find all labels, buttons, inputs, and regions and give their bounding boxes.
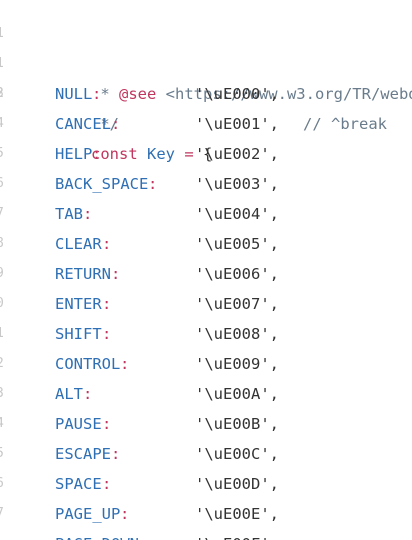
code-line-entry: 4 PAUSE: '\uE00B', xyxy=(0,409,412,439)
key-value: '\uE008', xyxy=(195,325,279,343)
key-name: SHIFT xyxy=(55,325,102,343)
key-value: '\uE006', xyxy=(195,265,279,283)
key-colon: : xyxy=(120,355,130,373)
line-number: 8 xyxy=(0,229,10,259)
key-name: BACK_SPACE xyxy=(55,175,149,193)
code-line-entry: 0 ENTER: '\uE007', xyxy=(0,289,412,319)
comment-star: * xyxy=(91,85,119,103)
key-value: '\uE00B', xyxy=(195,415,279,433)
key-name: TAB xyxy=(55,205,83,223)
variable-name: Key xyxy=(147,145,176,163)
code-line-entry: 9 RETURN: '\uE006', xyxy=(0,259,412,289)
inline-comment: // ^break xyxy=(303,115,387,133)
equals-operator: = xyxy=(184,145,194,163)
line-number: 2 xyxy=(0,349,10,379)
line-number: 9 xyxy=(0,259,10,289)
key-colon: : xyxy=(102,415,112,433)
code-line-comment-close: 1 */ xyxy=(0,19,412,133)
key-colon: : xyxy=(102,325,112,343)
key-name: SPACE xyxy=(55,475,102,493)
key-value: '\uE00C', xyxy=(195,445,279,463)
key-value: '\uE005', xyxy=(195,235,279,253)
key-colon: : xyxy=(102,475,112,493)
key-value: '\uE001', xyxy=(195,115,279,133)
line-number: 5 xyxy=(0,439,10,469)
key-colon: : xyxy=(111,115,121,133)
line-number: 7 xyxy=(0,499,10,529)
key-colon: : xyxy=(111,445,121,463)
code-line-entry: 6 BACK_SPACE: '\uE003', xyxy=(0,169,412,199)
line-number: 0 xyxy=(0,289,10,319)
key-name: NULL xyxy=(55,85,93,103)
line-number: 4 xyxy=(0,409,10,439)
line-number: 1 xyxy=(0,49,10,79)
key-colon: : xyxy=(111,265,121,283)
key-value: '\uE007', xyxy=(195,295,279,313)
line-number: 1 xyxy=(0,319,10,349)
code-line-entry: 3 ALT: '\uE00A', xyxy=(0,379,412,409)
key-name: ESCAPE xyxy=(55,445,111,463)
key-name: PAUSE xyxy=(55,415,102,433)
see-url: <https://www.w3.org/TR/webdriv xyxy=(165,85,412,103)
line-number: 3 xyxy=(0,379,10,409)
code-line-entry: 7 TAB: '\uE004', xyxy=(0,199,412,229)
key-colon: : xyxy=(139,529,148,540)
code-line-entry: 7 PAGE_UP: '\uE00E', xyxy=(0,499,412,529)
key-colon: : xyxy=(92,145,102,163)
key-value: '\uE002', xyxy=(195,145,279,163)
key-colon: : xyxy=(92,85,102,103)
code-line-entry: 4 CANCEL: '\uE001', // ^break xyxy=(0,109,412,139)
key-value: '\uE000', xyxy=(195,85,279,103)
key-value: '\uE00F' xyxy=(195,529,270,540)
key-colon: : xyxy=(83,205,93,223)
line-number: 5 xyxy=(0,139,10,169)
key-name: PAGE_DOWN xyxy=(55,529,139,540)
code-line-entry: 1 SHIFT: '\uE008', xyxy=(0,319,412,349)
line-number: 2 xyxy=(0,79,10,109)
key-colon: : xyxy=(148,175,158,193)
key-name: CANCEL xyxy=(55,115,111,133)
comment-close: */ xyxy=(91,115,119,133)
key-name: CLEAR xyxy=(55,235,102,253)
code-line-see: 1 * @see <https://www.w3.org/TR/webdriv xyxy=(0,0,412,103)
const-keyword: const xyxy=(91,145,138,163)
key-colon: : xyxy=(102,295,112,313)
line-number: 4 xyxy=(0,109,10,139)
code-line-entry: 6 SPACE: '\uE00D', xyxy=(0,469,412,499)
open-brace: { xyxy=(203,145,213,163)
code-line-declaration: 2 const Key = { xyxy=(0,49,412,163)
line-number: 3 xyxy=(0,79,10,109)
key-name: ALT xyxy=(55,385,83,403)
key-value: '\uE004', xyxy=(195,205,279,223)
key-name: HELP xyxy=(55,145,93,163)
line-number: 6 xyxy=(0,469,10,499)
key-value: '\uE00E', xyxy=(195,505,279,523)
key-value: '\uE00D', xyxy=(195,475,279,493)
key-name: ENTER xyxy=(55,295,102,313)
line-number: 7 xyxy=(0,199,10,229)
code-line-entry: 5 HELP: '\uE002', xyxy=(0,139,412,169)
see-tag: @see xyxy=(119,85,157,103)
key-value: '\uE003', xyxy=(195,175,279,193)
line-number: 1 xyxy=(0,19,10,49)
key-value: '\uE009', xyxy=(195,355,279,373)
key-value: '\uE00A', xyxy=(195,385,279,403)
code-line-entry: 5 ESCAPE: '\uE00C', xyxy=(0,439,412,469)
key-name: PAGE_UP xyxy=(55,505,121,523)
key-name: RETURN xyxy=(55,265,111,283)
code-line-entry: 8 CLEAR: '\uE005', xyxy=(0,229,412,259)
line-number: 6 xyxy=(0,169,10,199)
code-line-entry: 3 NULL: '\uE000', xyxy=(0,79,412,109)
key-colon: : xyxy=(102,235,112,253)
code-line-entry: PAGE_DOWN: '\uE00F' xyxy=(0,529,412,540)
key-colon: : xyxy=(83,385,93,403)
code-line-entry: 2 CONTROL: '\uE009', xyxy=(0,349,412,379)
key-name: CONTROL xyxy=(55,355,121,373)
key-colon: : xyxy=(120,505,130,523)
